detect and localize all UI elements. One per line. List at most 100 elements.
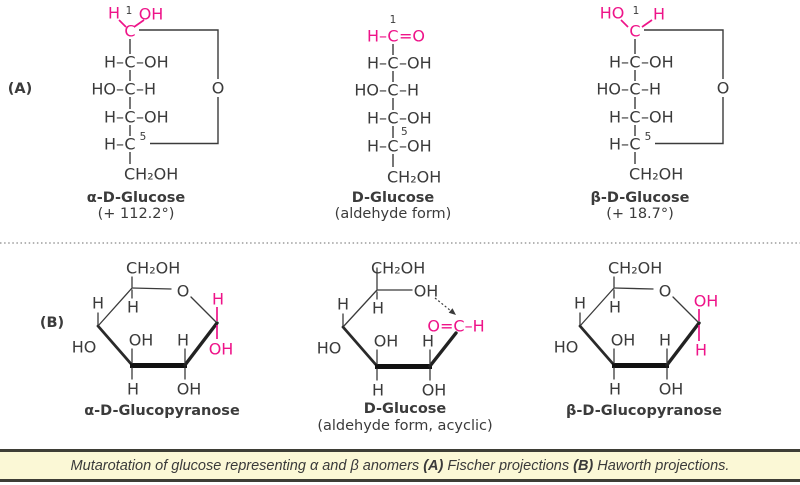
fb-name: β-D-Glucose — [591, 190, 690, 206]
hm-c5-oh: OH — [414, 282, 439, 301]
fb-c2-atom: C — [629, 53, 640, 72]
fa-ring-closure-line — [139, 29, 219, 145]
fm-c1-atom: C — [387, 27, 398, 46]
fa-ring-oxygen: O — [212, 79, 225, 98]
fa-c3-left: HO– — [91, 80, 124, 99]
fb-ch2oh: CH₂OH — [629, 165, 683, 184]
fa-c1-oh-bond — [133, 19, 145, 28]
hb-edge-o-c1 — [672, 296, 700, 324]
fb-c5-number: 5 — [645, 131, 652, 143]
fa-c1-oh: OH — [139, 5, 164, 24]
fb-c4-left: H– — [609, 108, 629, 127]
hm-arrowhead — [448, 308, 456, 315]
fb-ring-closure-line — [644, 29, 724, 145]
hb-name: β-D-Glucopyranose — [566, 403, 722, 419]
fb-rotation: (+ 18.7°) — [606, 206, 674, 222]
hb-edge-c5-o — [613, 287, 654, 290]
fb-c4-right: –OH — [641, 108, 674, 127]
fb-c1-ho: HO — [600, 4, 625, 23]
ha-edge-o-c1 — [190, 296, 218, 324]
ha-c2-oh: OH — [177, 380, 202, 399]
fb-c3-right: –H — [641, 80, 661, 99]
ha-ch2oh: CH₂OH — [126, 259, 180, 278]
hm-c4-h: H — [337, 295, 349, 314]
fa-c3-atom: C — [124, 80, 135, 99]
fa-rotation: (+ 112.2°) — [98, 206, 175, 222]
hb-c1-h: H — [695, 341, 707, 360]
caption-panel-b-ref: (B) — [573, 457, 594, 474]
fm-name: D-Glucose — [352, 190, 435, 206]
fm-c4-right: –OH — [399, 109, 432, 128]
hm-c3-oh: OH — [374, 332, 399, 351]
ha-name: α-D-Glucopyranose — [84, 403, 240, 419]
fa-c1-atom: C — [124, 22, 135, 41]
hb-c5-h: H — [609, 298, 621, 317]
hb-ch2oh: CH₂OH — [608, 259, 662, 278]
hb-edge-c5-c4 — [579, 287, 615, 327]
hm-c2-oh: OH — [422, 381, 447, 400]
hb-edge-c2-c1 — [665, 321, 701, 367]
ha-edge-c2-c1 — [183, 321, 219, 367]
fa-c3-right: –H — [136, 80, 156, 99]
hb-c2-oh: OH — [659, 380, 684, 399]
fischer-alpha-structure: H 1 OH C O H– C –OH HO– C –H H– C –OH H–… — [87, 4, 225, 223]
fb-c5-atom: C — [629, 135, 640, 154]
fb-c2-right: –OH — [641, 53, 674, 72]
hm-c5-h: H — [372, 299, 384, 318]
panel-b-label: (B) — [40, 315, 64, 331]
structures-canvas: (A) (B) H 1 OH C O H– C –OH HO– C –H H– … — [0, 4, 800, 434]
hb-edge-c4-c3 — [578, 324, 616, 367]
fm-c3-atom: C — [387, 81, 398, 100]
ha-c1-h: H — [212, 290, 224, 309]
hm-edge-c2-c1 — [428, 331, 458, 368]
fischer-aldehyde-structure: 1 H– C =O H– C –OH HO– C –H H– C –OH 5 H… — [335, 14, 452, 222]
haworth-alpha-structure: O CH₂OH H H HO OH H H OH H OH α-D-Glucop… — [72, 259, 240, 420]
figure-caption: Mutarotation of glucose representing α a… — [0, 449, 800, 482]
ha-c2-h: H — [177, 331, 189, 350]
fb-c1-h-bond — [641, 19, 653, 28]
hm-c2-h: H — [422, 332, 434, 351]
fischer-beta-structure: HO 1 H C O H– C –OH HO– C –H H– C –OH H–… — [591, 4, 730, 223]
fb-c2-left: H– — [609, 53, 629, 72]
hb-c2-h: H — [659, 331, 671, 350]
ha-c4-h: H — [92, 294, 104, 313]
fb-c4-atom: C — [629, 108, 640, 127]
fm-c2-atom: C — [387, 54, 398, 73]
fa-c4-right: –OH — [136, 108, 169, 127]
ha-edge-c5-c4 — [97, 287, 133, 327]
ha-edge-c5-o — [131, 287, 172, 290]
fm-c1-left: H– — [367, 27, 387, 46]
caption-panel-a-ref: (A) — [423, 457, 444, 474]
fa-c2-left: H– — [104, 53, 124, 72]
fa-c4-atom: C — [124, 108, 135, 127]
ha-c3-h: H — [127, 380, 139, 399]
ha-c4-ho: HO — [72, 338, 97, 357]
caption-text-2: Fischer projections — [443, 457, 574, 474]
fb-c1-ho-bond — [620, 19, 629, 28]
fm-c1-number: 1 — [390, 14, 397, 26]
fm-c4-atom: C — [387, 109, 398, 128]
hm-mutarotation-arrow — [434, 297, 452, 312]
fb-c1-number: 1 — [633, 5, 640, 17]
fb-c1-h: H — [653, 5, 665, 24]
hb-c3-oh: OH — [611, 331, 636, 350]
fm-c1-right: =O — [399, 27, 425, 46]
hb-c1-oh: OH — [694, 292, 719, 311]
fa-c1-h: H — [108, 4, 120, 23]
fa-c2-right: –OH — [136, 53, 169, 72]
hm-edge-c4-c3 — [341, 325, 379, 368]
hm-c4-ho: HO — [317, 339, 342, 358]
fa-c4-left: H– — [104, 108, 124, 127]
fb-c5-left: H– — [609, 135, 629, 154]
ha-ring-oxygen: O — [177, 282, 190, 301]
fb-c1-atom: C — [629, 22, 640, 41]
fb-c3-atom: C — [629, 80, 640, 99]
fm-c5-atom: C — [387, 137, 398, 156]
caption-text-3: Haworth projections. — [593, 457, 730, 474]
fm-c2-right: –OH — [399, 54, 432, 73]
fa-ch2oh: CH₂OH — [124, 165, 178, 184]
panel-a-label: (A) — [8, 81, 32, 97]
hm-form: (aldehyde form, acyclic) — [317, 418, 492, 434]
caption-text-1: Mutarotation of glucose representing α a… — [70, 457, 424, 474]
fm-form: (aldehyde form) — [335, 206, 452, 222]
